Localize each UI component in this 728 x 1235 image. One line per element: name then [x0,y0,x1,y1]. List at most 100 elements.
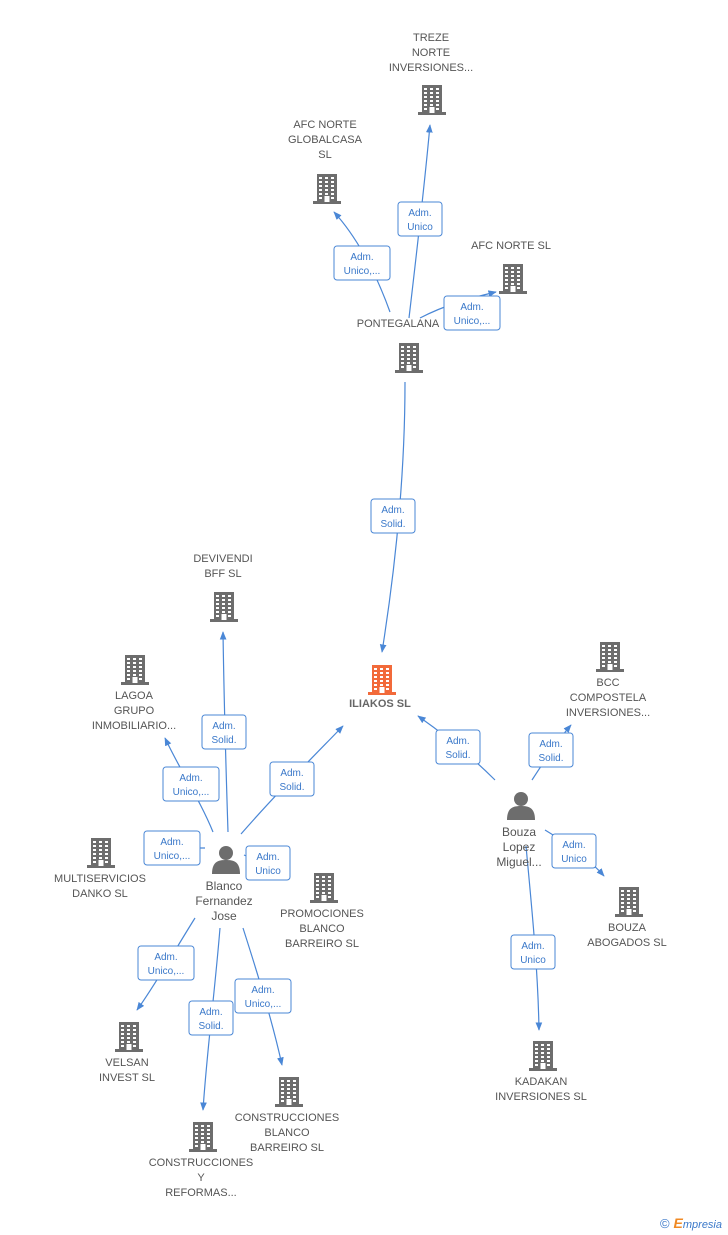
node-label: TREZE [413,32,449,44]
person-icon [507,792,535,820]
edge-label-box [143,830,201,866]
node-iliakos[interactable]: ILIAKOS SL [349,665,411,710]
edges-layer: Adm.UnicoAdm.Unico,...Adm.Unico,...Adm.S… [136,124,605,1111]
edge-blanco_devivendi: Adm.Solid. [201,631,247,833]
node-label: KADAKAN [515,1076,568,1088]
edge-label-text: Adm. [350,252,373,263]
brand-logo-text: mpresia [682,1219,722,1231]
edge-label-box [137,945,195,981]
edge-label-text: Adm. [460,302,483,313]
edge-label-text: Unico,... [154,851,191,862]
edge-label-text: Adm. [408,208,431,219]
edge-label-text: Adm. [179,773,202,784]
node-pontegalana[interactable]: PONTEGALANA [357,318,440,373]
edge-label-text: Unico [520,955,546,966]
edge-bouza_kadakan: Adm. Unico [510,845,556,1031]
edge-label-box [443,295,501,331]
edge-blanco_velsan: Adm.Unico,... [136,917,196,1011]
node-label: ILIAKOS SL [349,698,411,710]
node-label: NORTE [412,47,450,59]
node-label: GLOBALCASA [288,134,363,146]
node-lagoa[interactable]: LAGOAGRUPOINMOBILIARIO... [92,655,176,732]
edge-bouza_iliakos: Adm.Solid. [417,715,496,781]
node-treze[interactable]: TREZE NORTE INVERSIONES... [389,32,473,115]
node-label: Miguel... [496,855,541,869]
building-icon [529,1041,557,1071]
edge-label-text: Unico [561,854,587,865]
node-bouza_person[interactable]: BouzaLopezMiguel... [496,792,542,869]
node-label: SL [318,149,331,161]
edge-label-text: Unico [407,222,433,233]
edge-blanco_construcciones_bb: Adm. Unico,... [234,927,292,1066]
node-construcciones_yr[interactable]: CONSTRUCCIONES Y REFORMAS... [149,1122,254,1199]
node-bcc[interactable]: BCCCOMPOSTELAINVERSIONES... [566,642,650,719]
edge-label-box [370,498,416,534]
edge-label-text: Unico,... [245,999,282,1010]
node-label: COMPOSTELA [570,692,647,704]
node-label: Lopez [503,840,536,854]
node-label: BOUZA [608,922,647,934]
edge-label-text: Unico,... [344,266,381,277]
building-icon [395,343,423,373]
building-icon [596,642,624,672]
edge-label-box [201,714,247,750]
building-icon [418,85,446,115]
node-label: BARREIRO SL [285,938,359,950]
node-label: REFORMAS... [165,1187,237,1199]
edge-blanco_promociones: Adm. Unico [243,845,291,881]
edge-label-text: Adm. [521,941,544,952]
edge-blanco_iliakos: Adm.Solid. [240,725,344,835]
edge-label-box [245,845,291,881]
node-label: MULTISERVICIOS [54,873,146,885]
edge-label-box [435,729,481,765]
edge-label-text: Adm. [256,852,279,863]
edge-label-text: Solid. [538,753,563,764]
node-label: Y [197,1172,205,1184]
edge-label-text: Adm. [251,985,274,996]
node-label: BLANCO [299,923,345,935]
edge-label-box [397,201,443,237]
building-icon [615,887,643,917]
edge-pontegalana_afc_norte: Adm.Unico,... [419,290,501,331]
node-label: DEVIVENDI [193,553,252,565]
central-building-icon [368,665,396,695]
node-label: INVERSIONES... [389,62,473,74]
node-label: CONSTRUCCIONES [149,1157,254,1169]
edge-label-text: Solid. [380,519,405,530]
edge-label-text: Solid. [198,1021,223,1032]
edge-label-text: Adm. [381,505,404,516]
node-label: Fernandez [195,894,252,908]
node-label: INMOBILIARIO... [92,720,176,732]
node-label: Blanco [206,879,243,893]
edge-blanco_multiservicios: Adm.Unico,... [143,830,205,866]
footer-brand: ©Empresia [660,1215,722,1231]
node-afc_norte[interactable]: AFC NORTE SL [471,240,551,294]
edge-label-box [269,761,315,797]
building-icon [499,264,527,294]
edge-pontegalana_iliakos: Adm. Solid. [370,381,416,653]
edge-blanco_lagoa: Adm.Unico,... [162,737,220,833]
building-icon [310,873,338,903]
edge-label-text: Adm. [539,739,562,750]
edge-label-text: Adm. [154,952,177,963]
node-label: BARREIRO SL [250,1142,324,1154]
building-icon [115,1022,143,1052]
node-label: AFC NORTE SL [471,240,551,252]
node-label: VELSAN [105,1057,148,1069]
edge-label-text: Unico [255,866,281,877]
edge-label-box [162,766,220,802]
copyright-symbol: © [659,1216,670,1231]
edge-label-box [528,732,574,768]
edge-blanco_construcciones_yr: Adm.Solid. [188,927,234,1111]
